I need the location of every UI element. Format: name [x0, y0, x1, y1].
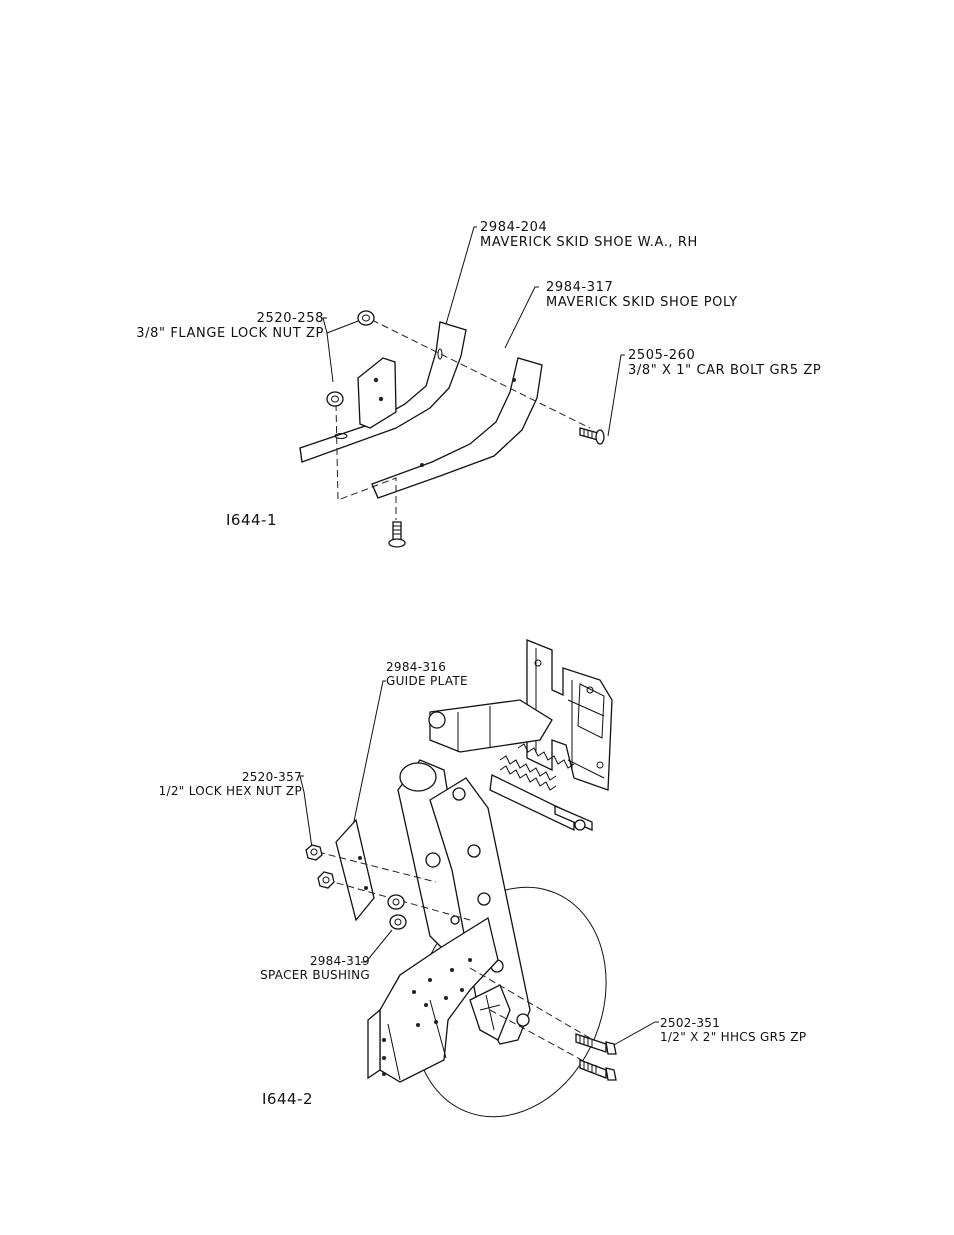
spacer-bushing-1 [388, 895, 404, 909]
hhcs-bolt-1 [576, 1034, 616, 1054]
part-description: 3/8" X 1" CAR BOLT GR5 ZP [628, 363, 821, 378]
part-number: 2520-357 [100, 770, 302, 784]
part-number: 2502-351 [660, 1016, 806, 1030]
part-description: SPACER BUSHING [200, 968, 370, 982]
part-description: 1/2" LOCK HEX NUT ZP [100, 784, 302, 798]
part-number: 2984-316 [386, 660, 468, 674]
carriage-bolt-bottom [389, 522, 405, 547]
spacer-bushing-2 [390, 915, 406, 929]
lock-hex-nut-2 [318, 872, 334, 888]
part-number: 2984-319 [200, 954, 370, 968]
callout-2984-319: 2984-319 SPACER BUSHING [200, 954, 370, 982]
part-number: 2984-204 [480, 220, 698, 235]
part-number: 2520-258 [104, 311, 324, 326]
figure2-artwork [300, 640, 659, 1146]
figure2-id: I644-2 [262, 1092, 313, 1107]
carriage-bolt-right [580, 428, 604, 444]
figure1-id: I644-1 [226, 513, 277, 528]
flange-lock-nut-upper [358, 311, 374, 325]
figure1-artwork [300, 227, 625, 547]
part-description: 3/8" FLANGE LOCK NUT ZP [104, 326, 324, 341]
part-number: 2984-317 [546, 280, 738, 295]
guide-plate [336, 820, 374, 920]
part-description: MAVERICK SKID SHOE W.A., RH [480, 235, 698, 250]
part-description: 1/2" X 2" HHCS GR5 ZP [660, 1030, 806, 1044]
skid-shoe-wa-rh [300, 322, 466, 462]
callout-2520-357: 2520-357 1/2" LOCK HEX NUT ZP [100, 770, 302, 798]
part-description: GUIDE PLATE [386, 674, 468, 688]
lock-hex-nut-1 [306, 845, 322, 860]
part-description: MAVERICK SKID SHOE POLY [546, 295, 738, 310]
flange-lock-nut-lower [327, 392, 343, 406]
part-number: 2505-260 [628, 348, 821, 363]
callout-2984-316: 2984-316 GUIDE PLATE [386, 660, 468, 688]
callout-2505-260: 2505-260 3/8" X 1" CAR BOLT GR5 ZP [628, 348, 821, 378]
callout-2502-351: 2502-351 1/2" X 2" HHCS GR5 ZP [660, 1016, 806, 1044]
callout-2984-204: 2984-204 MAVERICK SKID SHOE W.A., RH [480, 220, 698, 250]
callout-2520-258: 2520-258 3/8" FLANGE LOCK NUT ZP [104, 311, 324, 341]
skid-shoe-poly [372, 358, 542, 498]
hhcs-bolt-2 [580, 1060, 616, 1080]
callout-2984-317: 2984-317 MAVERICK SKID SHOE POLY [546, 280, 738, 310]
